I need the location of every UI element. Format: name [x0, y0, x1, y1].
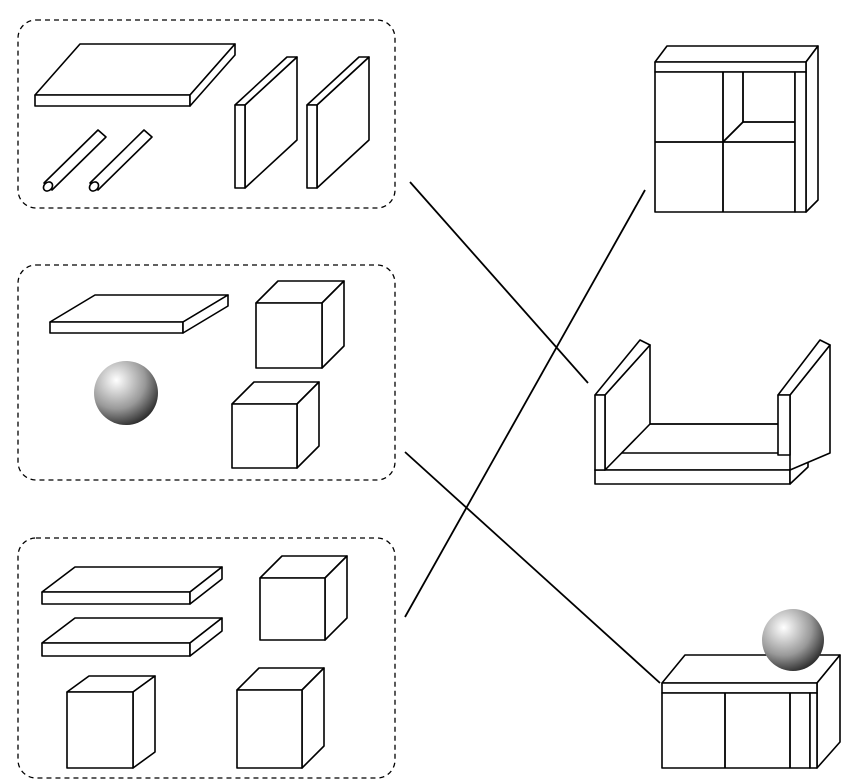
frame-result	[594, 339, 831, 485]
match-line	[404, 451, 661, 684]
rod	[42, 129, 107, 192]
vertical-panel	[306, 56, 370, 189]
dashed-border	[17, 19, 396, 209]
sphere	[762, 609, 824, 671]
cabinet-result	[654, 45, 819, 213]
cube	[231, 381, 320, 469]
parts-group-1	[17, 19, 396, 209]
cube	[66, 675, 156, 769]
sphere	[94, 361, 158, 425]
match-line	[409, 181, 589, 384]
low-cabinet-result	[661, 609, 841, 769]
flat-board	[41, 566, 223, 605]
cube	[259, 555, 348, 641]
flat-board	[41, 617, 223, 657]
match-line	[404, 189, 646, 618]
cube	[255, 280, 345, 369]
flat-board	[34, 43, 236, 107]
flat-board	[49, 294, 229, 334]
rod	[88, 129, 153, 192]
parts-group-2	[17, 264, 396, 481]
dashed-border	[17, 537, 396, 779]
vertical-panel	[234, 56, 298, 189]
parts-group-3	[17, 537, 396, 779]
cube	[236, 667, 325, 769]
